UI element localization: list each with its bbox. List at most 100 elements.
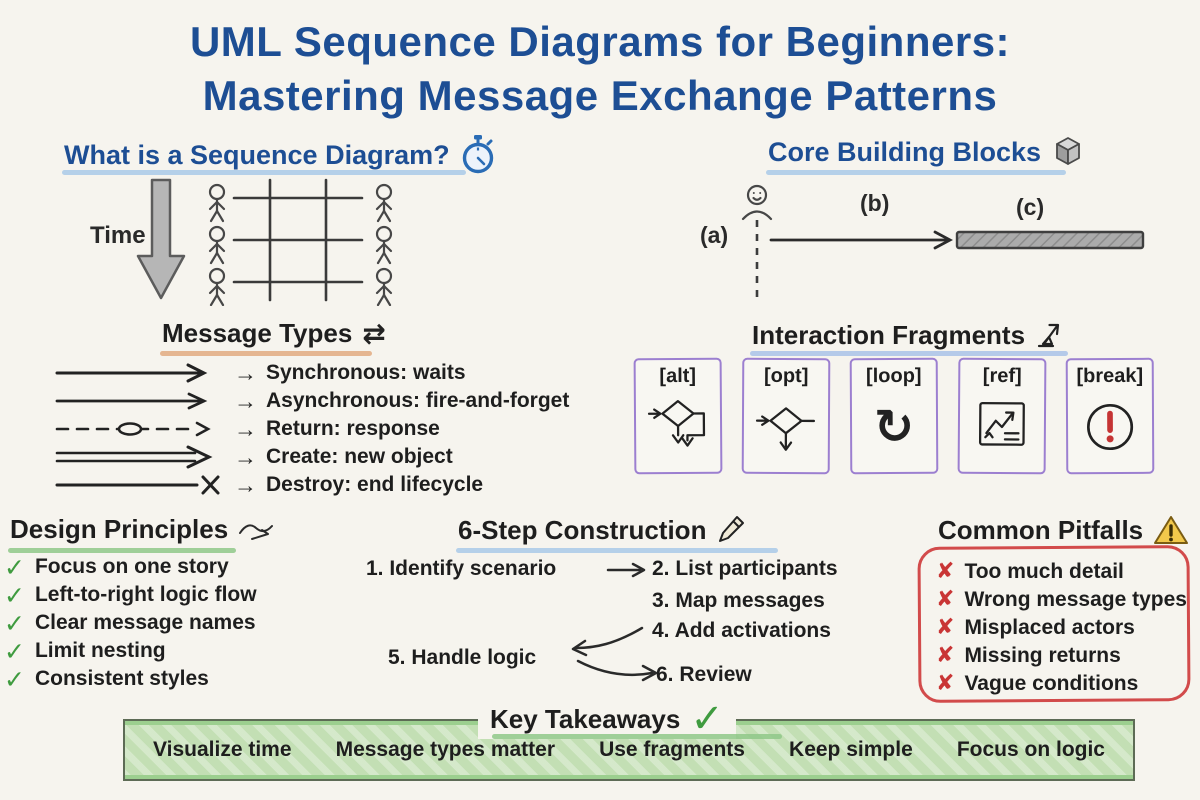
fragment-box-alt: [alt] <box>633 357 723 475</box>
pitfall-text: Missing returns <box>964 644 1121 667</box>
fragment-label: [ref] <box>982 364 1022 388</box>
check-icon: ✓ <box>4 664 25 694</box>
arrow-separator: → <box>234 387 257 414</box>
message-type-label: Synchronous: waits <box>266 361 466 384</box>
design-principle-item: ✓ Consistent styles <box>4 665 209 693</box>
fragment-label: [alt] <box>659 364 697 388</box>
arrow-separator: → <box>234 471 257 498</box>
pitfall-text: Vague conditions <box>964 672 1139 695</box>
section-pitfalls-heading: Common Pitfalls <box>938 514 1189 546</box>
takeaway-item: Message types matter <box>335 738 556 761</box>
fragments-heading-text: Interaction Fragments <box>752 319 1026 350</box>
what-is-heading-text: What is a Sequence Diagram? <box>64 139 450 170</box>
takeaways-heading-text: Key Takeaways <box>490 703 681 734</box>
fragment-box-opt: [opt] <box>741 357 831 475</box>
message-type-label: Asynchronous: fire-and-forget <box>266 389 570 412</box>
design-principles-underline <box>8 548 236 553</box>
activation-bar <box>955 230 1145 250</box>
stopwatch-icon <box>462 135 493 174</box>
section-what-is-heading: What is a Sequence Diagram? <box>64 134 496 176</box>
message-type-label: Create: new object <box>266 445 453 468</box>
cross-icon: ✘ <box>936 587 955 612</box>
time-arrow <box>136 178 186 300</box>
main-title-line-2: Mastering Message Exchange Patterns <box>202 72 998 119</box>
construction-step-3: 3. Map messages <box>652 589 825 612</box>
sketch-icon <box>239 523 274 540</box>
ref-chart-icon <box>978 401 1025 446</box>
synchronous-arrow <box>55 363 208 383</box>
pitfall-item: ✘ Vague conditions <box>936 670 1138 698</box>
loop-cycle-icon: ↻ <box>873 398 915 456</box>
check-icon: ✓ <box>4 580 25 610</box>
pitfall-text: Misplaced actors <box>964 616 1135 639</box>
cross-icon: ✘ <box>936 671 955 696</box>
design-principle-text: Left-to-right logic flow <box>34 583 257 606</box>
takeaways-underline <box>492 734 782 739</box>
section-takeaways-heading: Key Takeaways ✓ <box>478 699 736 739</box>
check-icon: ✓ <box>4 608 25 638</box>
message-types-underline <box>160 351 372 356</box>
pitfall-item: ✘ Misplaced actors <box>936 614 1135 642</box>
core-label-c: (c) <box>1016 194 1045 220</box>
takeaway-item: Keep simple <box>789 738 913 761</box>
pitfall-item: ✘ Too much detail <box>936 558 1124 586</box>
asynchronous-arrow <box>55 392 208 410</box>
actor-icon <box>741 184 773 221</box>
design-principle-item: ✓ Focus on one story <box>4 553 229 581</box>
message-arrow <box>769 230 953 250</box>
fragment-label: [opt] <box>763 364 809 388</box>
warning-icon <box>1154 516 1189 544</box>
takeaway-item: Use fragments <box>599 738 745 761</box>
construction-flow-arrows <box>571 562 658 682</box>
design-principle-text: Limit nesting <box>34 639 166 662</box>
construction-step-5: 5. Handle logic <box>388 646 537 669</box>
construction-step-4: 4. Add activations <box>652 619 831 642</box>
construction-heading-text: 6-Step Construction <box>458 514 707 545</box>
section-message-types-heading: Message Types ⇄ <box>162 318 386 349</box>
section-fragments-heading: Interaction Fragments <box>752 318 1065 352</box>
fragment-box-loop: [loop] ↻ <box>849 357 939 475</box>
pitfall-text: Too much detail <box>964 560 1124 583</box>
design-principle-item: ✓ Left-to-right logic flow <box>4 581 257 609</box>
alt-flow-icon <box>647 400 706 447</box>
construction-step-2: 2. List participants <box>652 557 838 580</box>
check-icon: ✓ <box>4 552 25 582</box>
section-design-principles-heading: Design Principles <box>10 514 276 545</box>
takeaways-banner: Visualize time Message types matter Use … <box>123 719 1135 781</box>
cross-icon: ✘ <box>936 559 955 584</box>
core-label-b: (b) <box>860 190 890 216</box>
takeaway-item: Visualize time <box>153 738 292 761</box>
design-principles-heading-text: Design Principles <box>10 514 229 544</box>
message-type-label: Return: response <box>266 417 440 440</box>
cube-icon <box>1056 137 1080 165</box>
fragment-box-break: [break] <box>1065 357 1155 475</box>
destroy-arrow <box>55 475 220 495</box>
message-type-row: → Destroy: end lifecycle <box>55 472 483 498</box>
cross-icon: ✘ <box>936 643 955 668</box>
fragment-label: [break] <box>1076 364 1144 388</box>
core-label-a: (a) <box>700 222 729 248</box>
pen-icon <box>1037 323 1060 348</box>
core-blocks-heading-text: Core Building Blocks <box>768 136 1042 167</box>
design-principle-item: ✓ Limit nesting <box>4 637 166 665</box>
construction-underline <box>456 548 778 553</box>
opt-flow-icon <box>755 407 816 451</box>
section-core-blocks-heading: Core Building Blocks <box>768 134 1085 170</box>
pitfall-item: ✘ Missing returns <box>936 642 1121 670</box>
design-principle-text: Focus on one story <box>34 555 229 578</box>
design-principle-text: Clear message names <box>34 611 256 634</box>
arrow-separator: → <box>234 359 257 386</box>
big-check-icon: ✓ <box>690 696 724 742</box>
message-type-row: → Asynchronous: fire-and-forget <box>55 388 569 414</box>
fragments-underline <box>750 351 1068 356</box>
construction-step-1: 1. Identify scenario <box>366 557 557 580</box>
core-blocks-underline <box>766 170 1066 175</box>
message-type-label: Destroy: end lifecycle <box>266 473 484 496</box>
message-grid <box>232 178 364 302</box>
swap-arrows-icon: ⇄ <box>362 316 386 350</box>
what-is-underline <box>62 170 466 175</box>
fragment-label: [loop] <box>865 364 922 388</box>
message-type-row: → Return: response <box>55 416 440 442</box>
break-exclamation-icon <box>1087 403 1134 451</box>
